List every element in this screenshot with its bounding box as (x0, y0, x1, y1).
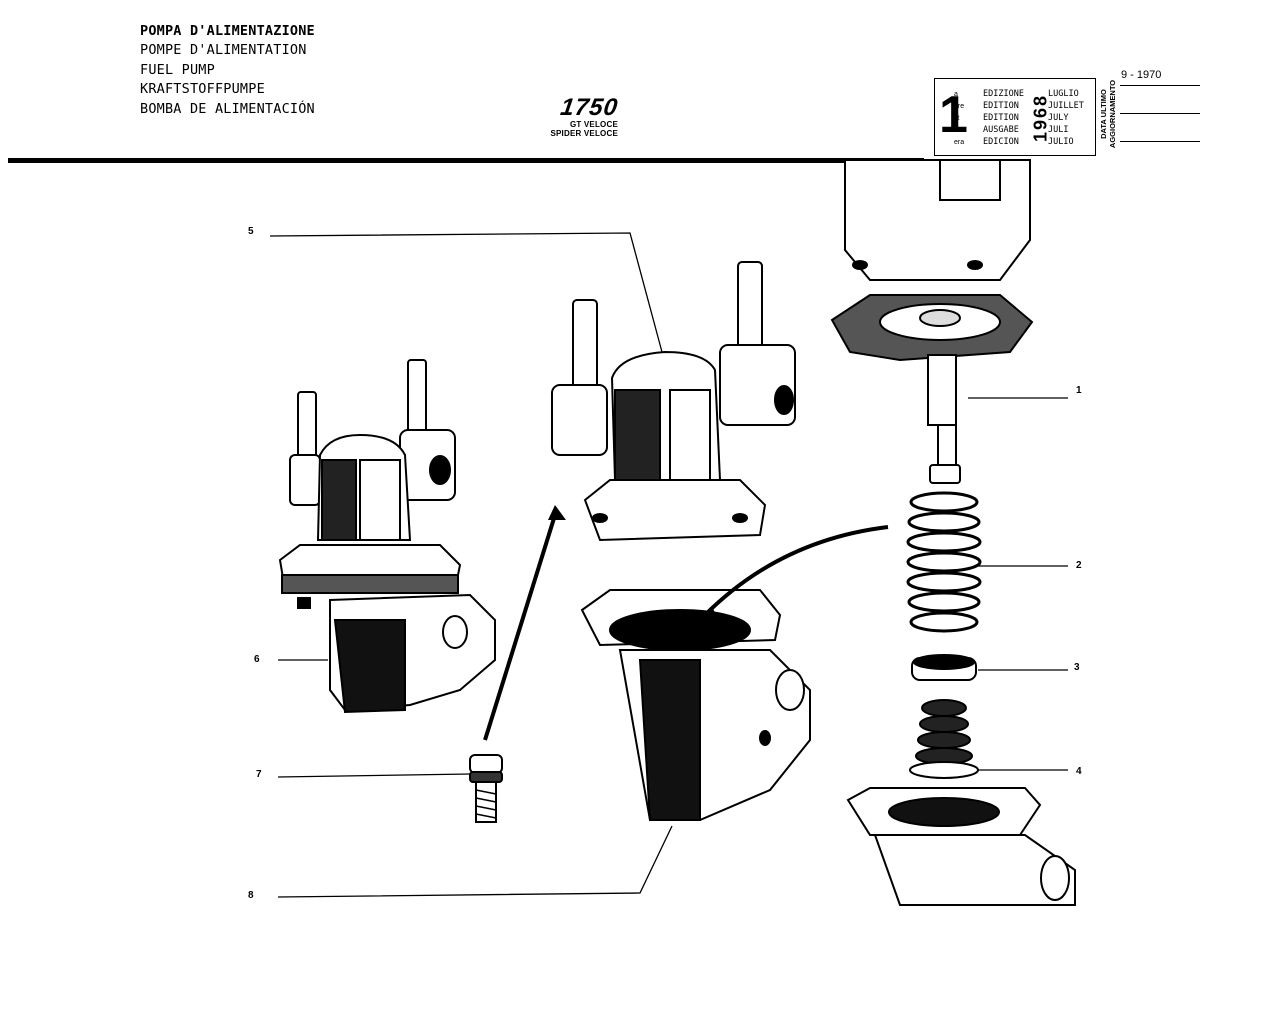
seal-cup (911, 654, 977, 681)
edition-month: JULY (1048, 113, 1069, 124)
pump-inlet-pipe (297, 391, 317, 463)
title-spanish: BOMBA DE ALIMENTACIÓN (140, 100, 315, 117)
edition-word: EDIZIONE (983, 89, 1024, 99)
edition-suffix: . (954, 127, 956, 135)
header-rule (8, 158, 924, 163)
edition-month: JULI (1048, 125, 1069, 136)
model-block: 1750 GT VELOCE SPIDER VELOCE (536, 94, 619, 138)
spring (906, 491, 982, 633)
callout-6: 6 (254, 654, 260, 665)
leader-5 (269, 232, 663, 353)
update-line (1120, 85, 1200, 86)
callout-4: 4 (1076, 766, 1082, 777)
edition-suffix: ere (954, 103, 965, 111)
callout-1: 1 (1076, 385, 1082, 396)
upper-housing (844, 159, 1031, 281)
leader-7 (277, 773, 471, 778)
title-block: POMPA D'ALIMENTAZIONE POMPE D'ALIMENTATI… (140, 22, 315, 119)
arrow-screw (483, 514, 557, 741)
leader-lines (269, 232, 1068, 898)
edition-months: LUGLIO JUILLET JULY JULI JULIO (1048, 88, 1084, 148)
edition-suffix: a (954, 91, 958, 98)
callout-3: 3 (1074, 662, 1080, 673)
callout-2: 2 (1076, 560, 1082, 571)
title-french: POMPE D'ALIMENTATION (140, 42, 307, 59)
diaphragm-rod (927, 354, 961, 484)
edition-number: 1 (939, 86, 968, 144)
title-english: FUEL PUMP (140, 61, 215, 78)
callout-8: 8 (248, 890, 254, 901)
pump-cover (551, 261, 796, 542)
edition-month: LUGLIO (1048, 89, 1079, 99)
edition-words: EDIZIONE EDITION EDITION AUSGABE EDICION (983, 88, 1024, 148)
lower-housing (846, 787, 1076, 906)
edition-word: EDITION (983, 113, 1019, 124)
update-line (1120, 141, 1200, 142)
edition-word: AUSGABE (983, 125, 1019, 136)
model-variant-gt: GT VELOCE (569, 120, 618, 129)
title-german: KRAFTSTOFFPUMPE (140, 81, 265, 98)
edition-month: JUILLET (1048, 101, 1084, 112)
rubber-boot (909, 699, 979, 779)
assembled-fuel-pump (278, 359, 496, 714)
model-variant-spider: SPIDER VELOCE (550, 129, 618, 138)
diaphragm (830, 294, 1034, 362)
edition-month: JULIO (1048, 137, 1074, 148)
assembly-arrows (483, 514, 889, 741)
edition-suffix: era (954, 139, 965, 147)
update-line (1120, 113, 1200, 114)
edition-suffix: st (954, 115, 960, 123)
edition-word: EDICION (983, 137, 1019, 148)
screw (469, 754, 503, 823)
arrow-spring (703, 525, 889, 617)
leader-8 (277, 825, 673, 898)
pump-lower-body (580, 589, 811, 821)
edition-word: EDITION (983, 101, 1019, 112)
title-italian: POMPA D'ALIMENTAZIONE (140, 23, 315, 39)
pump-outlet-pipe (407, 359, 427, 441)
edition-box: 1 a ere st . era EDIZIONE EDITION EDITIO… (934, 78, 1096, 156)
callout-5: 5 (248, 226, 254, 237)
edition-suffixes: a ere st . era (954, 89, 964, 149)
callout-7: 7 (256, 769, 262, 780)
update-date: 9 - 1970 (1121, 69, 1162, 81)
